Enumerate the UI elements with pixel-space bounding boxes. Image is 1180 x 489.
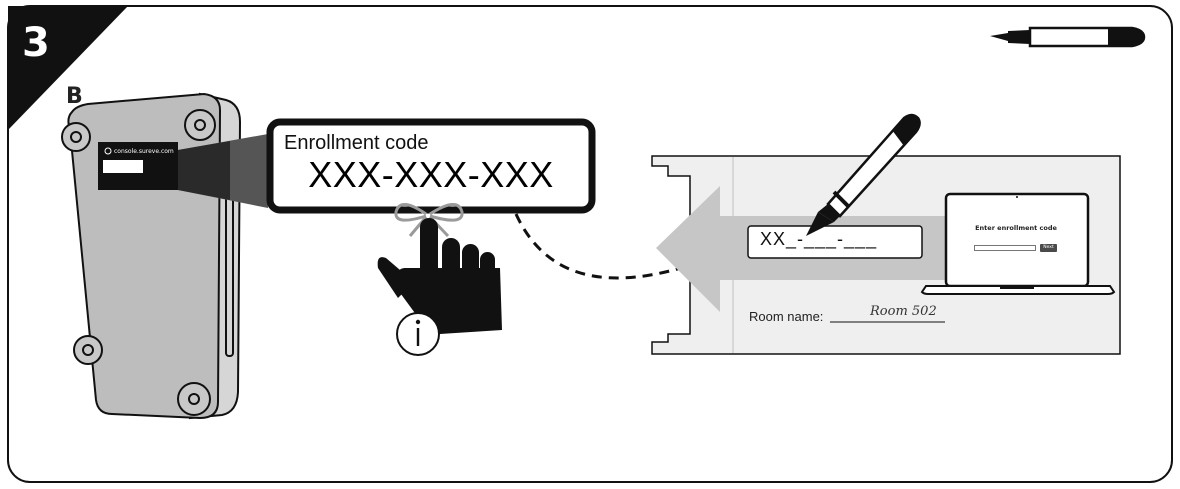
code-entry-text: XX_-___-___ <box>760 229 878 249</box>
enrollment-code: XXX-XXX-XXX <box>308 154 554 195</box>
step-badge <box>8 6 128 130</box>
room-name-value: Room 502 <box>870 304 937 319</box>
room-name-label: Room name: <box>749 309 824 324</box>
laptop-icon <box>920 192 1116 295</box>
info-icon <box>396 312 440 356</box>
laptop-code-field <box>974 245 1036 251</box>
laptop-screen-title: Enter enrollment code <box>975 224 1057 232</box>
dashed-arrow <box>514 213 701 280</box>
code-entry-box <box>747 225 923 259</box>
device-url-label: console.sureve.com <box>114 148 174 155</box>
callout-title: Enrollment code <box>284 132 429 154</box>
marker-icon <box>990 26 1146 48</box>
laptop-next-button: Next <box>1040 244 1057 252</box>
pen-icon <box>806 113 921 236</box>
device-side-label: B <box>66 84 83 109</box>
step-number: 3 <box>22 20 50 66</box>
enrollment-code-callout <box>266 118 596 214</box>
